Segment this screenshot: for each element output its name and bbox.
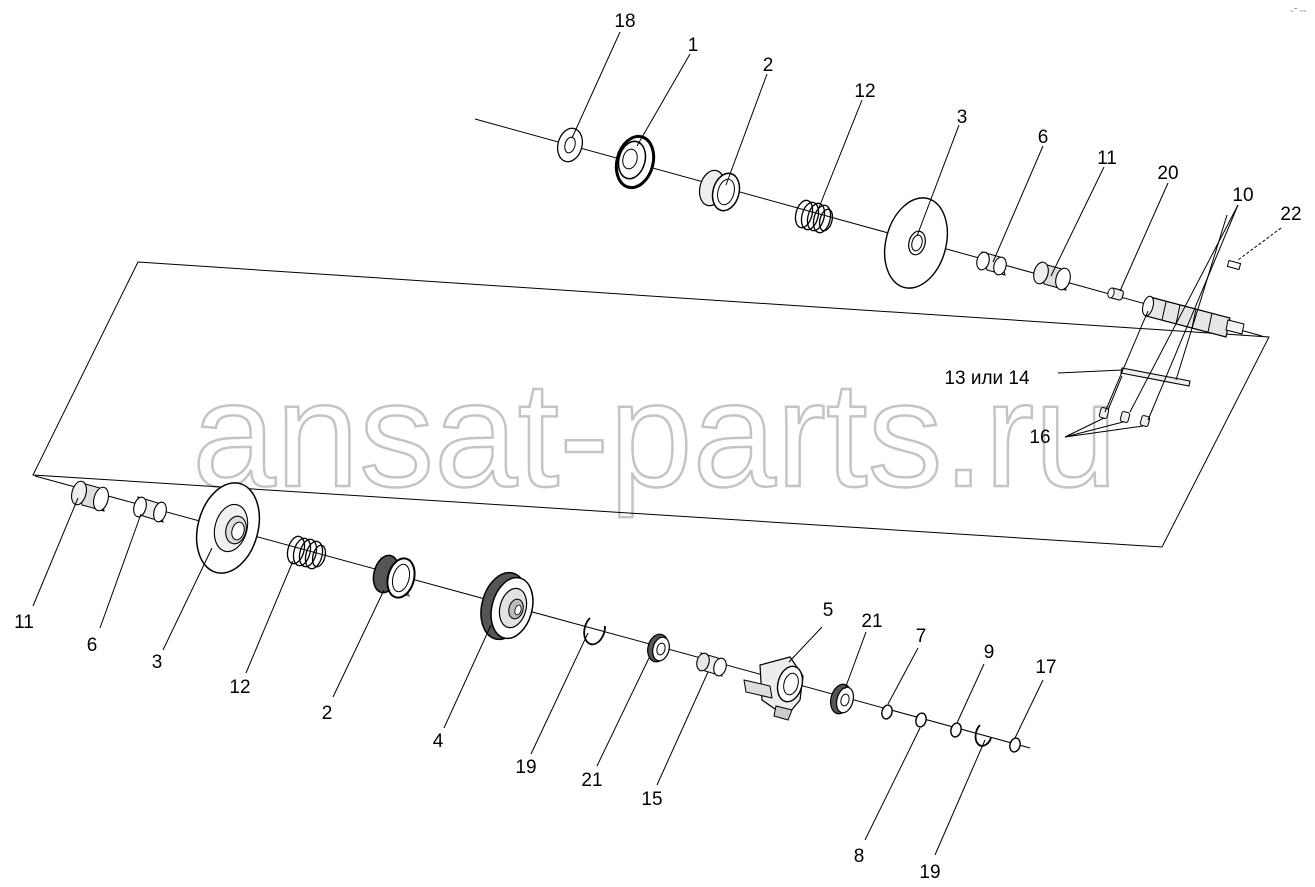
callout-22-top: 22	[1280, 204, 1301, 225]
callout-17: 17	[1035, 657, 1056, 678]
callout-2-bottom: 2	[322, 703, 333, 724]
part-3-disc-top	[883, 197, 949, 289]
callout-7: 7	[916, 626, 927, 647]
part-9-oring	[950, 722, 962, 738]
part-19-snap-ring-mid	[583, 617, 606, 646]
corner-mark: ₌⁼ ₌₌	[1290, 7, 1307, 14]
callout-13-or-14: 13 или 14	[944, 368, 1030, 389]
part-18-washer	[556, 127, 584, 163]
part-3-disc-bottom	[195, 482, 261, 574]
part-2-bushing-bottom	[372, 554, 416, 599]
callout-18-top: 18	[614, 11, 635, 32]
callout-1-top: 1	[688, 35, 699, 56]
callout-19-right: 19	[919, 862, 940, 883]
callout-11-top: 11	[1097, 148, 1117, 169]
part-10-shaft	[1141, 295, 1245, 338]
part-19-snap-ring-right	[974, 724, 992, 747]
callout-8: 8	[854, 846, 865, 867]
callout-11-bottom: 11	[14, 612, 34, 633]
part-6-sleeve-bottom	[133, 496, 167, 523]
part-16-pins	[1098, 407, 1151, 427]
top-axis-line	[474, 118, 1263, 337]
callout-3-top: 3	[957, 107, 968, 128]
part-22-key	[1226, 259, 1242, 271]
callout-19-mid: 19	[515, 757, 536, 778]
callout-6-top: 6	[1038, 127, 1049, 148]
part-12-spring-top	[794, 199, 834, 234]
callout-21-mid: 21	[581, 770, 602, 791]
callout-5: 5	[823, 600, 834, 621]
part-20-nut	[1107, 287, 1124, 301]
callout-3-bottom: 3	[152, 652, 163, 673]
part-11-bushing-top	[1033, 261, 1071, 291]
callout-12-top: 12	[854, 81, 875, 102]
leader-lines	[32, 31, 1282, 856]
callout-6-bottom: 6	[87, 635, 98, 656]
part-13-14-pin	[1120, 367, 1191, 387]
part-21-bearing-right	[829, 683, 855, 715]
part-4-pulley	[480, 571, 534, 641]
assembly-frame	[32, 261, 1270, 548]
callout-4: 4	[433, 731, 444, 752]
part-12-spring-bottom	[286, 535, 327, 570]
callout-2-top: 2	[763, 55, 774, 76]
callout-10-top: 10	[1232, 185, 1253, 206]
part-11-bushing-bottom	[71, 480, 109, 512]
part-7-oring	[881, 704, 893, 720]
part-5-housing	[743, 656, 804, 721]
part-8-oring	[915, 712, 927, 728]
part-2-bushing-top	[698, 169, 741, 212]
part-6-sleeve-top	[976, 251, 1007, 276]
callout-12-bottom: 12	[229, 677, 250, 698]
callout-16: 16	[1029, 427, 1050, 448]
callout-20-top: 20	[1157, 163, 1178, 184]
part-15-sleeve	[696, 652, 727, 677]
watermark-text: ansat-parts.ru	[192, 350, 1117, 518]
callout-21-right: 21	[861, 611, 882, 632]
callout-15: 15	[641, 789, 662, 810]
part-21-bearing-mid	[647, 633, 670, 663]
callout-9: 9	[984, 642, 995, 663]
part-17-oring	[1009, 737, 1021, 753]
part-1-seal	[614, 134, 656, 190]
